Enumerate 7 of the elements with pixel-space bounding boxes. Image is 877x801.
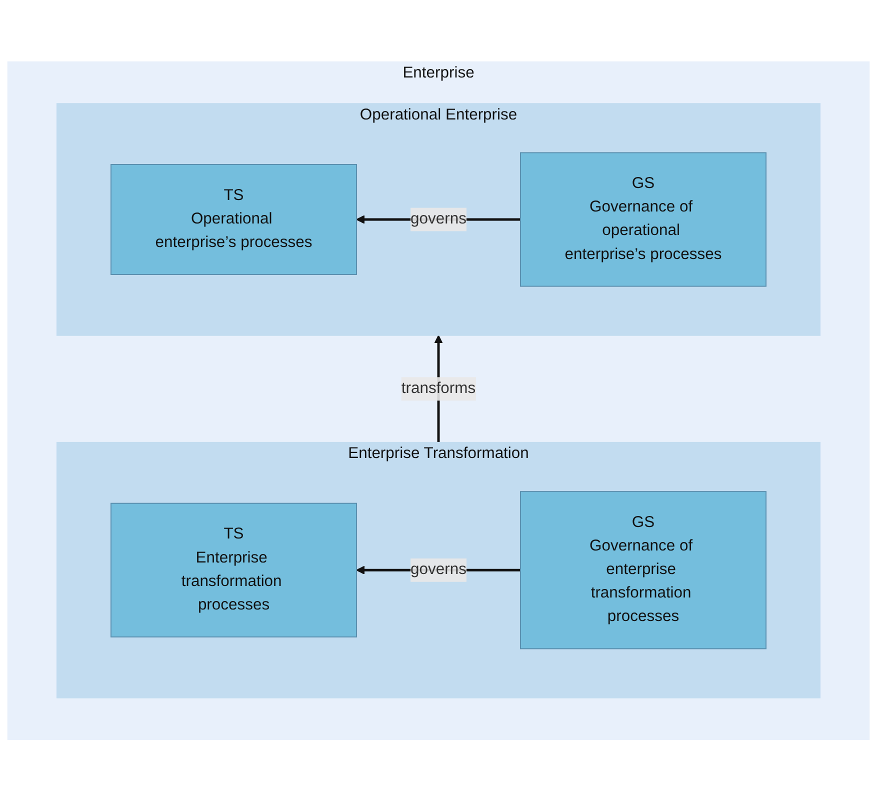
node-box: GS Governance of operational enterprise’s processes [520, 152, 766, 287]
edge-label: governs [410, 210, 466, 228]
node-box: GS Governance of enterprise transformation processes [520, 490, 766, 649]
node-box: TS Operational enterprise’s processes [110, 164, 358, 275]
edge-label: governs [410, 561, 466, 578]
node-box: TS Enterprise transformation processes [110, 502, 358, 638]
edge-label: transforms [401, 380, 476, 397]
